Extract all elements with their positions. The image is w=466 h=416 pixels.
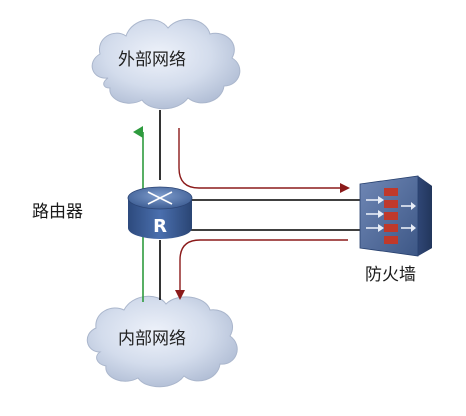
firewall-label: 防火墙 [365, 265, 416, 285]
router-badge: R [153, 216, 167, 237]
cloud-icon [86, 295, 238, 388]
router-label: 路由器 [32, 202, 83, 222]
external-network-label: 外部网络 [118, 50, 186, 70]
link-lines [159, 110, 360, 300]
internal-network-label: 内部网络 [118, 329, 186, 349]
router-icon: R [127, 186, 193, 239]
traffic-arrow-inbound [178, 128, 350, 193]
firewall-icon [359, 175, 432, 257]
cloud-icon [91, 19, 241, 110]
traffic-arrow-outbound [175, 239, 348, 300]
